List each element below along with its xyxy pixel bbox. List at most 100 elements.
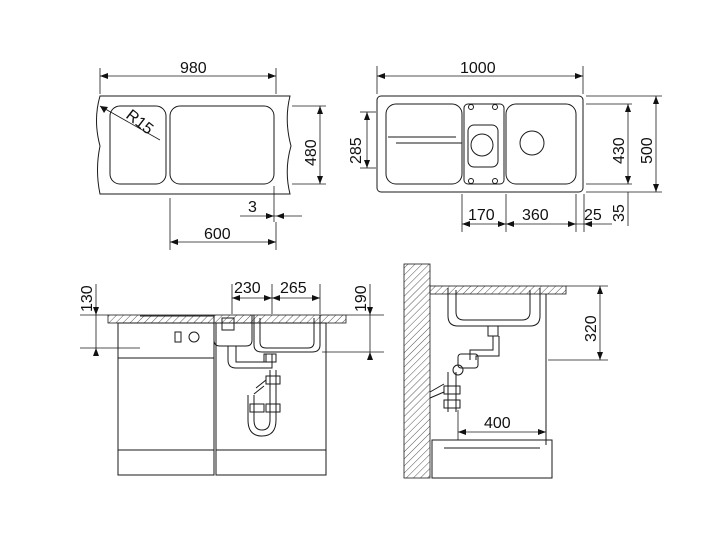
radius-label: R15 xyxy=(123,107,157,139)
width-label: 980 xyxy=(180,60,207,77)
left-cabinet xyxy=(117,322,215,476)
drain-pipe xyxy=(469,336,494,360)
chain-arrow-1 xyxy=(462,221,470,227)
width-arrow-r xyxy=(268,73,276,79)
chain-arrow-1 xyxy=(232,295,240,301)
front-view: 230 265 130 190 xyxy=(79,280,384,476)
bowl-width-label: 265 xyxy=(280,280,307,297)
chain-arrow-3 xyxy=(272,295,280,301)
trap-nut-3 xyxy=(249,403,265,413)
trap-down xyxy=(447,372,457,412)
width-arrow-r xyxy=(575,73,583,79)
trap-nut-1 xyxy=(265,375,281,385)
rim-arrow-t xyxy=(93,307,99,315)
drain-pipe-left xyxy=(227,346,273,369)
small-bowl-inner xyxy=(467,124,499,168)
trap-pipe-inner xyxy=(247,370,277,437)
right-drainer xyxy=(169,105,275,185)
radius-arrow xyxy=(100,106,108,113)
small-drain xyxy=(470,133,494,157)
drain-pipe-inner xyxy=(475,336,500,360)
angled-valve xyxy=(253,379,267,395)
chain-arrow-2 xyxy=(264,295,272,301)
main-bowl xyxy=(505,103,577,185)
main-bowl-profile xyxy=(253,315,321,353)
depth-arrow-b xyxy=(317,176,323,184)
offset-arrow-r xyxy=(276,213,284,219)
side-view: 320 400 xyxy=(403,263,608,479)
control-knob-1 xyxy=(174,331,182,343)
height-arrow-t xyxy=(597,286,603,294)
right-cabinet-plinth xyxy=(215,449,327,476)
bowl-arrow-l xyxy=(170,239,178,245)
chain-arrow-4 xyxy=(568,221,576,227)
small-bowl xyxy=(463,103,505,185)
depth-arrow-l xyxy=(458,429,466,435)
depth-arrow-t xyxy=(317,106,323,114)
offset-label: 3 xyxy=(248,199,257,216)
chain-arrow-5 xyxy=(584,221,592,227)
control-knob-2 xyxy=(188,331,200,343)
top-left-view: R15 980 480 3 600 xyxy=(96,60,326,250)
height-arrow-b xyxy=(597,352,603,360)
depth-label: 400 xyxy=(484,415,511,432)
chain-arrow-2 xyxy=(498,221,506,227)
drainer-arrow-b xyxy=(364,160,370,168)
sink-outline xyxy=(376,95,584,193)
depth-arrow-r xyxy=(538,429,546,435)
overall-depth-label: 500 xyxy=(639,137,656,164)
cabinet-base xyxy=(431,439,553,479)
bowl-height-arrow-t xyxy=(367,307,373,315)
sink-profile-inner xyxy=(455,290,531,321)
trap-nut-2 xyxy=(265,403,281,413)
wall-outlet xyxy=(429,383,445,399)
left-cabinet-plinth xyxy=(117,449,215,476)
small-bowl-strainer xyxy=(221,317,235,331)
side-label: 35 xyxy=(611,204,628,222)
left-bowl xyxy=(109,105,167,185)
bowl-width-label: 600 xyxy=(204,226,231,243)
trap-nut-2 xyxy=(443,399,461,409)
bowl-depth-label: 430 xyxy=(611,137,628,164)
main-bowl-inner xyxy=(259,318,315,349)
bowl-width-label: 360 xyxy=(522,207,549,224)
tap-hole-1 xyxy=(468,104,474,110)
drain-stub xyxy=(487,325,499,337)
top-right-view: 1000 285 430 500 170 360 25 xyxy=(348,60,662,232)
drain-offset-label: 170 xyxy=(468,207,495,224)
depth-label: 480 xyxy=(303,139,320,166)
trap-nut-1 xyxy=(443,385,461,395)
rim-label: 130 xyxy=(79,285,96,312)
width-arrow-l xyxy=(100,73,108,79)
drainer-arrow-t xyxy=(364,112,370,120)
tap-hole-4 xyxy=(492,178,498,184)
main-drain xyxy=(519,130,545,156)
height-label: 320 xyxy=(583,315,600,342)
small-bowl-profile xyxy=(213,315,253,347)
drain-pipe-left-inner xyxy=(235,346,267,363)
bowl-arrow-r xyxy=(268,239,276,245)
bowl-depth-arrow-t xyxy=(625,104,631,112)
bowl-depth-arrow-b xyxy=(625,176,631,184)
tap-hole-3 xyxy=(468,178,474,184)
wall xyxy=(403,263,431,479)
trap-cap xyxy=(452,364,464,376)
offset-arrow-l xyxy=(266,213,274,219)
width-arrow-l xyxy=(377,73,385,79)
trap-pipe xyxy=(253,370,271,431)
radius-leader xyxy=(99,105,161,141)
chain-arrow-4 xyxy=(312,295,320,301)
edge-label: 25 xyxy=(584,207,602,224)
tap-hole-2 xyxy=(492,104,498,110)
drainer-depth-label: 285 xyxy=(348,137,365,164)
left-offset-label: 230 xyxy=(234,280,261,297)
sink-outline xyxy=(96,95,292,195)
countertop xyxy=(429,285,567,295)
chain-arrow-3 xyxy=(506,221,514,227)
overall-arrow-b xyxy=(653,184,659,192)
drainer-area xyxy=(385,103,463,185)
width-label: 1000 xyxy=(460,60,496,77)
bowl-height-arrow-b xyxy=(367,352,373,360)
bowl-height-label: 190 xyxy=(353,285,370,312)
